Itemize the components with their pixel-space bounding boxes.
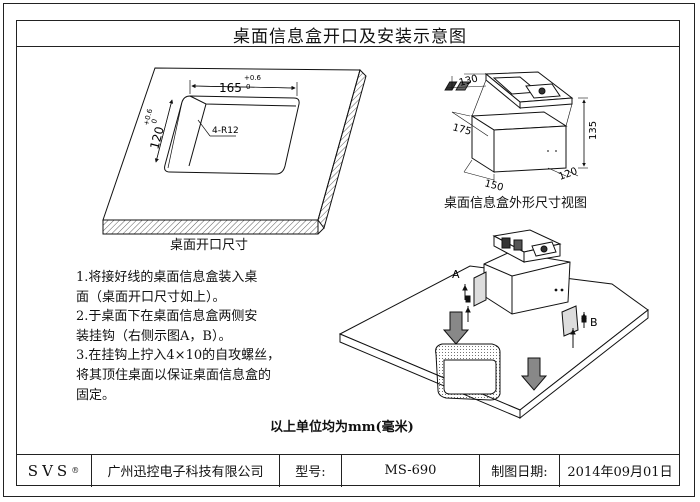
unit-note: 以上单位均为mm(毫米) [270,420,414,435]
instruction-line: 装挂钩（右侧示图A，B）。 [76,328,232,344]
instruction-line: 3.在挂钩上拧入4×10的自攻螺丝， [76,348,281,364]
instruction-line: 将其顶住桌面以保证桌面信息盒的 [76,367,272,383]
cutout-width-tol-lower: 0 [246,83,250,91]
hook-a-label: A [452,268,460,281]
installation-instructions: 1.将接好线的桌面信息盒装入桌 面（桌面开口尺寸如上）。 2.于桌面下在桌面信息… [76,268,280,405]
cutout-width-label: 165 [219,81,242,95]
cutout-radius-label: 4-R12 [212,126,239,136]
box-dim-130: 130 [458,73,479,89]
outer-frame [3,3,695,497]
box-outline-view [444,71,588,182]
hook-b-label: B [590,316,598,329]
date-value: 2014年09月01日 [567,465,673,480]
instruction-line: 2.于桌面下在桌面信息盒两侧安 [76,309,258,325]
instruction-line: 面（桌面开口尺寸如上）。 [76,289,226,305]
company-name: 广州迅控电子科技有限公司 [92,454,280,487]
model-value: MS-690 [342,454,480,487]
brand-logo-text: SVS [27,461,72,480]
title-divider [16,46,680,47]
box-outline-caption: 桌面信息盒外形尺寸视图 [444,196,588,211]
cutout-width-tol-upper: +0.6 [244,74,262,82]
brand-logo: SVS® [16,454,92,487]
cutout-depth-label: 120 [147,125,166,151]
instruction-line: 1.将接好线的桌面信息盒装入桌 [76,270,258,285]
box-dim-175: 175 [451,122,472,138]
registered-mark: ® [71,466,80,475]
installation-view [338,229,649,420]
instruction-line: 固定。 [76,387,116,403]
cutout-depth-tol-lower: 0 [150,118,159,124]
drawing-title: 桌面信息盒开口及安装示意图 [233,27,467,47]
model-label: 型号: [280,454,342,487]
box-dim-150: 150 [483,178,504,194]
desk-cutout-view [102,67,367,235]
title-block: SVS® 广州迅控电子科技有限公司 型号: MS-690 制图日期: 2014年… [16,454,680,487]
drawing-border [16,20,680,486]
date-label: 制图日期: [480,454,560,487]
box-dim-135: 135 [588,121,599,140]
cutout-caption: 桌面开口尺寸 [170,238,249,253]
